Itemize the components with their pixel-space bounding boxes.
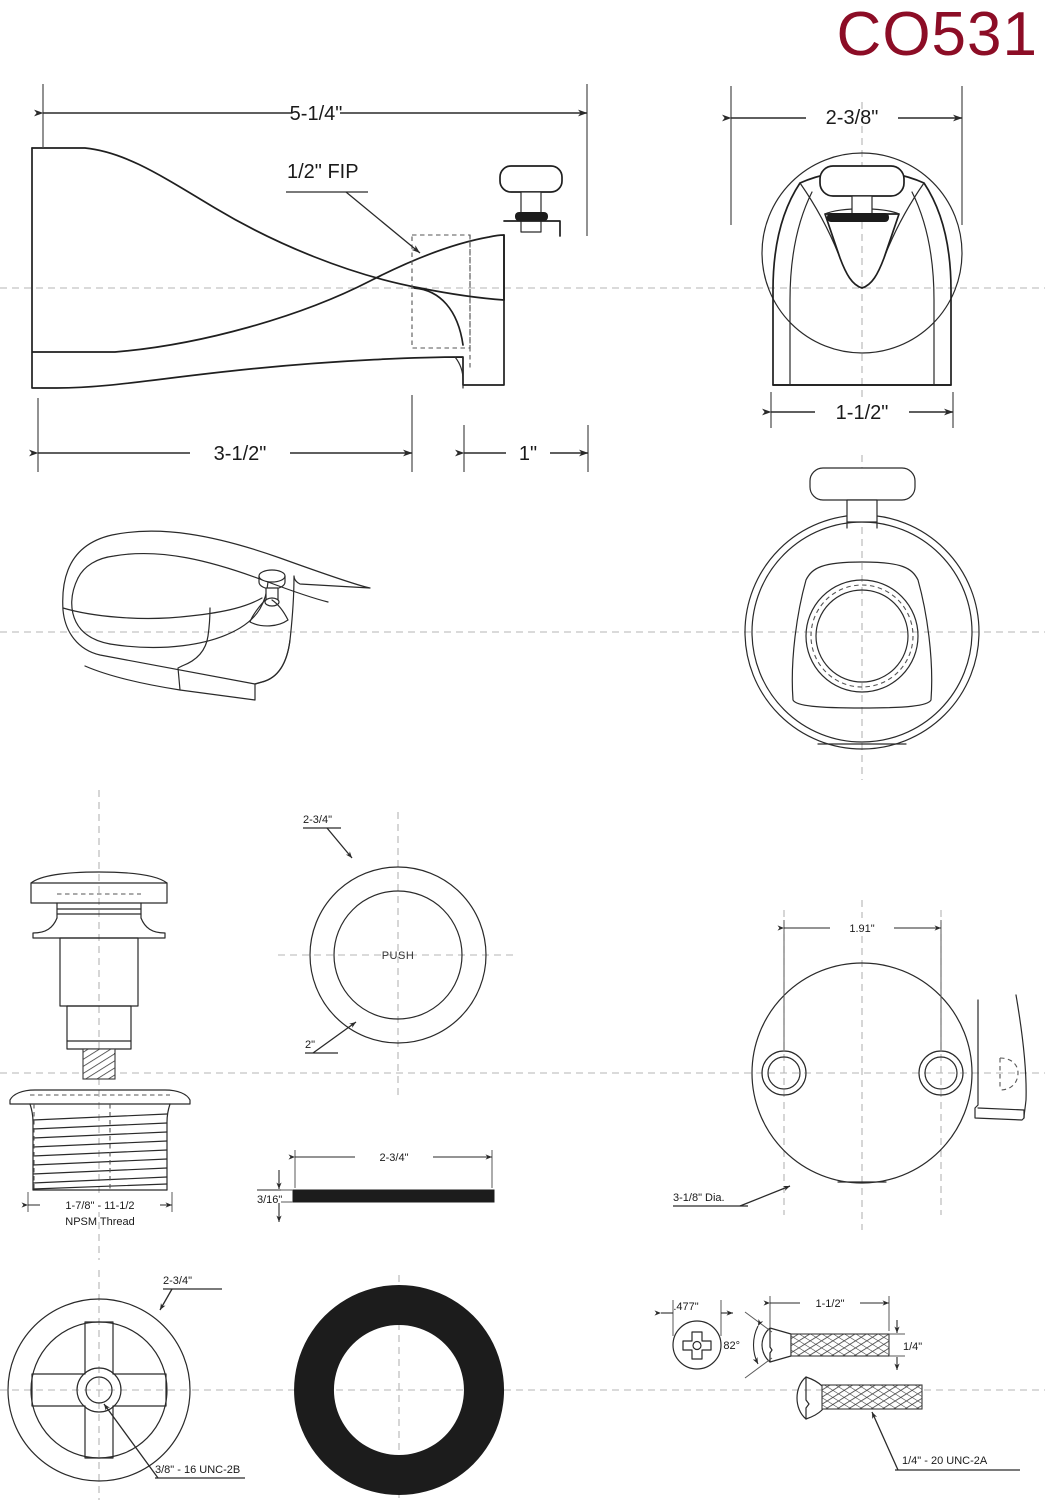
dim-front-width: 2-3/8"	[722, 86, 963, 225]
dim-gasket-thickness: 3/16"	[257, 1170, 293, 1222]
callout-push-inner-dia-label: 2"	[305, 1039, 315, 1051]
callout-overflow-plate-dia: 3-1/8" Dia.	[673, 1185, 791, 1207]
view-strainer-plate	[7, 1298, 191, 1482]
centerlines	[0, 102, 1045, 1500]
callout-screw-thread-spec: 1/4" - 20 UNC-2A	[871, 1411, 1020, 1471]
dim-gasket-thickness-label: 3/16"	[257, 1194, 282, 1206]
push-ring-center-label: PUSH	[382, 950, 415, 962]
dim-front-base-width: 1-1/2"	[762, 392, 954, 428]
dim-screw-head-angle: 82°	[723, 1311, 773, 1379]
dim-screw-head-dia: .477"	[654, 1300, 733, 1336]
diverter-knob-plan	[809, 467, 916, 501]
dim-screw-head-dia-label: .477"	[673, 1301, 698, 1313]
dim-screw-length-label: 1-1/2"	[816, 1298, 845, 1310]
dim-end-length-label: 1"	[519, 443, 537, 465]
view-drain-assembly	[9, 871, 191, 1191]
view-gasket-ring	[294, 1285, 505, 1495]
dim-body-length-label: 3-1/2"	[214, 443, 267, 465]
dim-overflow-hole-spacing-label: 1.91"	[849, 923, 874, 935]
view-side-elevation	[31, 147, 563, 389]
view-overflow-plate	[751, 962, 973, 1184]
callout-inlet-fip-label: 1/2" FIP	[287, 161, 359, 183]
dim-overflow-hole-spacing: 1.91"	[777, 918, 942, 1050]
dim-front-base-width-label: 1-1/2"	[836, 402, 889, 424]
dim-overall-length: 5-1/4"	[34, 84, 588, 236]
view-isometric-spout	[62, 530, 371, 701]
dim-screw-length: 1-1/2"	[763, 1294, 890, 1331]
callout-strainer-outer-dia-label: 2-3/4"	[163, 1275, 192, 1287]
view-gasket-section	[292, 1189, 495, 1203]
callout-inlet-fip: 1/2" FIP	[286, 161, 421, 254]
dim-npsm-thread-note: NPSM Thread	[65, 1216, 135, 1228]
view-front-elevation	[761, 152, 963, 386]
npsm-threads	[29, 1103, 171, 1191]
callout-overflow-plate-dia-label: 3-1/8" Dia.	[673, 1192, 725, 1204]
diverter-knob-front	[819, 165, 905, 197]
dim-overall-length-label: 5-1/4"	[290, 103, 343, 125]
view-rear-plan	[744, 467, 980, 750]
dim-npsm-thread: 1-7/8" - 11-1/2 NPSM Thread	[21, 1192, 173, 1228]
inlet-hidden-detail	[411, 234, 471, 368]
callout-strainer-thread-label: 3/8" - 16 UNC-2B	[155, 1464, 240, 1476]
diverter-knob-iso	[249, 569, 289, 627]
dim-end-length: 1"	[455, 425, 589, 472]
dim-front-width-label: 2-3/8"	[826, 107, 879, 129]
view-push-ring: PUSH	[278, 866, 518, 1044]
model-title: CO531	[837, 0, 1038, 69]
view-screw-head-end	[672, 1320, 722, 1370]
dim-gasket-width: 2-3/4"	[288, 1148, 493, 1188]
view-overflow-profile	[974, 994, 1027, 1121]
view-screw-flat-head	[761, 1327, 890, 1363]
callout-push-outer-dia: 2-3/4"	[303, 814, 353, 859]
dim-screw-head-angle-label: 82°	[723, 1340, 740, 1352]
dim-npsm-thread-label: 1-7/8" - 11-1/2	[65, 1200, 134, 1212]
callout-strainer-thread: 3/8" - 16 UNC-2B	[103, 1403, 245, 1479]
dim-body-length: 3-1/2"	[29, 395, 413, 472]
dim-gasket-width-label: 2-3/4"	[380, 1152, 409, 1164]
callout-screw-thread-spec-label: 1/4" - 20 UNC-2A	[902, 1455, 988, 1467]
callout-push-outer-dia-label: 2-3/4"	[303, 814, 332, 826]
callout-push-inner-dia: 2"	[305, 1021, 357, 1054]
view-screw-oval-head	[796, 1376, 923, 1420]
dim-screw-shank-dia-label: 1/4"	[903, 1341, 922, 1353]
dim-screw-shank-dia: 1/4"	[889, 1320, 922, 1370]
callout-strainer-outer-dia: 2-3/4"	[159, 1275, 222, 1311]
diverter-knob-side	[499, 165, 563, 237]
